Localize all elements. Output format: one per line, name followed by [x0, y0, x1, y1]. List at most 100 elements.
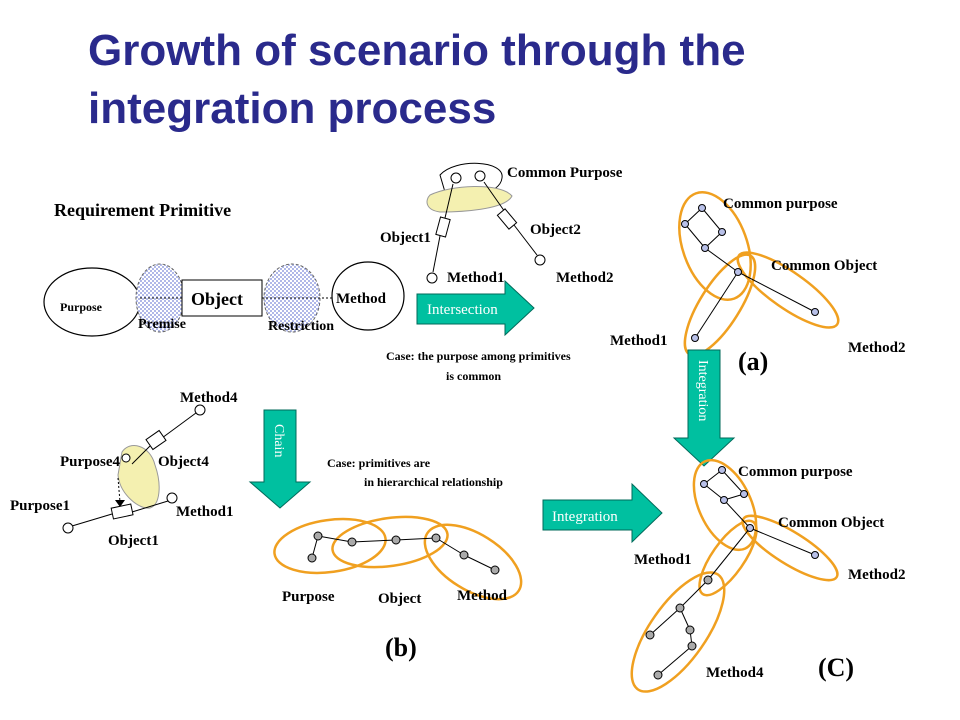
integration-down-arrow-shape [672, 349, 736, 467]
method2-node [534, 254, 546, 266]
a-purpose-ellipse [678, 191, 752, 301]
integration-right-arrow-shape [542, 482, 663, 544]
c-node [720, 496, 728, 504]
common-purpose-label: Common Purpose [507, 165, 623, 181]
chain-dashed-link [117, 477, 121, 503]
b-tag: (b) [385, 633, 417, 662]
a-node [681, 220, 689, 228]
link-method1 [131, 500, 169, 513]
chain-arrow-label: Chain [271, 424, 286, 457]
b-object-ellipse [331, 515, 449, 569]
restriction-label: Restriction [268, 319, 334, 334]
b-method-ellipse [423, 523, 523, 601]
chain-case-line-2: in hierarchical relationship [364, 475, 503, 489]
chain-arrow: Chain [248, 409, 312, 509]
link-purpose4 [131, 445, 151, 465]
a-node [701, 244, 709, 252]
panel-b: Purpose Object Method (b) [273, 515, 523, 662]
purpose4-node [121, 453, 131, 463]
c-edge-8 [679, 579, 709, 609]
a-edge-2 [701, 207, 723, 233]
purpose-node-2 [474, 170, 486, 182]
link-method2 [513, 224, 538, 256]
c-common-object-label: Common Object [778, 515, 884, 531]
a-node [698, 204, 706, 212]
integration-down-arrow: Integration [672, 349, 736, 467]
b-edge-3 [351, 539, 397, 543]
c-node [687, 641, 697, 651]
c-purpose-ellipse [692, 458, 758, 552]
link-purpose1 [71, 513, 113, 527]
c-edge-7 [707, 527, 751, 581]
method-ellipse [331, 261, 405, 331]
c-method4-ellipse [630, 571, 726, 693]
c-method2-ellipse [741, 514, 839, 582]
b-node [459, 550, 469, 560]
c-method1-ellipse [698, 519, 758, 597]
a-node [718, 228, 726, 236]
chain-case-line-1: Case: primitives are [327, 456, 431, 470]
chain-arrow-shape [248, 409, 312, 509]
chain-method1-label: Method1 [176, 504, 234, 520]
object1-box [435, 216, 451, 238]
intersection-arrow: Intersection [416, 279, 535, 337]
a-edge-3 [684, 223, 706, 249]
b-node [431, 533, 441, 543]
c-node [675, 603, 685, 613]
object4-box [145, 429, 167, 451]
b-edge-5 [435, 537, 465, 556]
a-method2-label: Method2 [848, 340, 906, 356]
c-edge-9 [649, 607, 681, 636]
c-edge-5 [723, 499, 751, 529]
b-purpose-label: Purpose [282, 589, 335, 605]
object2-label: Object2 [530, 222, 581, 238]
panel-c: Common purpose Common Object Method1 Met… [630, 458, 906, 693]
a-method1-label: Method1 [610, 333, 668, 349]
requirement-primitive: Requirement Primitive Purpose Object Met… [43, 200, 405, 337]
intersection-sketch: Common Purpose Object1 Object2 Method1 M… [380, 162, 623, 286]
integration-right-arrow: Integration [542, 482, 663, 544]
c-node [811, 551, 819, 559]
purpose1-node [62, 522, 74, 534]
b-node [307, 553, 317, 563]
object-label: Object [191, 289, 243, 309]
b-edge-2 [317, 535, 353, 543]
a-method2-ellipse [736, 251, 840, 329]
premise-label: Premise [138, 317, 186, 332]
common-purpose-blob [426, 186, 513, 213]
b-purpose-ellipse [273, 517, 387, 575]
b-node [391, 535, 401, 545]
b-node [490, 565, 500, 575]
intersection-arrow-label: Intersection [427, 302, 498, 318]
b-edge-6 [463, 554, 496, 571]
b-node [313, 531, 323, 541]
method1-label: Method1 [447, 270, 505, 286]
link-object1 [444, 183, 454, 219]
c-node [703, 575, 713, 585]
method1-node [426, 272, 438, 284]
integration-right-arrow-label: Integration [552, 509, 618, 525]
panel-a: Common purpose Common Object Method1 Met… [610, 191, 906, 376]
integration-down-arrow-label: Integration [695, 360, 710, 421]
c-node [685, 625, 695, 635]
intersection-case-line-1: Case: the purpose among primitives [386, 349, 571, 363]
purpose4-label: Purpose4 [60, 454, 121, 470]
c-method4-label: Method4 [706, 665, 764, 681]
c-node [645, 630, 655, 640]
title-line-2: integration process [88, 84, 497, 133]
method4-label: Method4 [180, 390, 238, 406]
a-node [691, 334, 699, 342]
chain-sketch: Method4 Purpose4 Object4 Purpose1 Method… [10, 390, 238, 549]
b-method-label: Method [457, 588, 508, 604]
chain-object1-label: Object1 [108, 533, 159, 549]
a-common-purpose-label: Common purpose [723, 196, 838, 212]
a-edge-7 [737, 271, 816, 313]
page-title: Growth of scenario through the integrati… [88, 22, 746, 138]
b-node [347, 537, 357, 547]
link-method4 [161, 409, 201, 439]
object1-label: Object1 [380, 230, 431, 246]
c-node [718, 466, 726, 474]
object4-label: Object4 [158, 454, 209, 470]
c-node [653, 670, 663, 680]
